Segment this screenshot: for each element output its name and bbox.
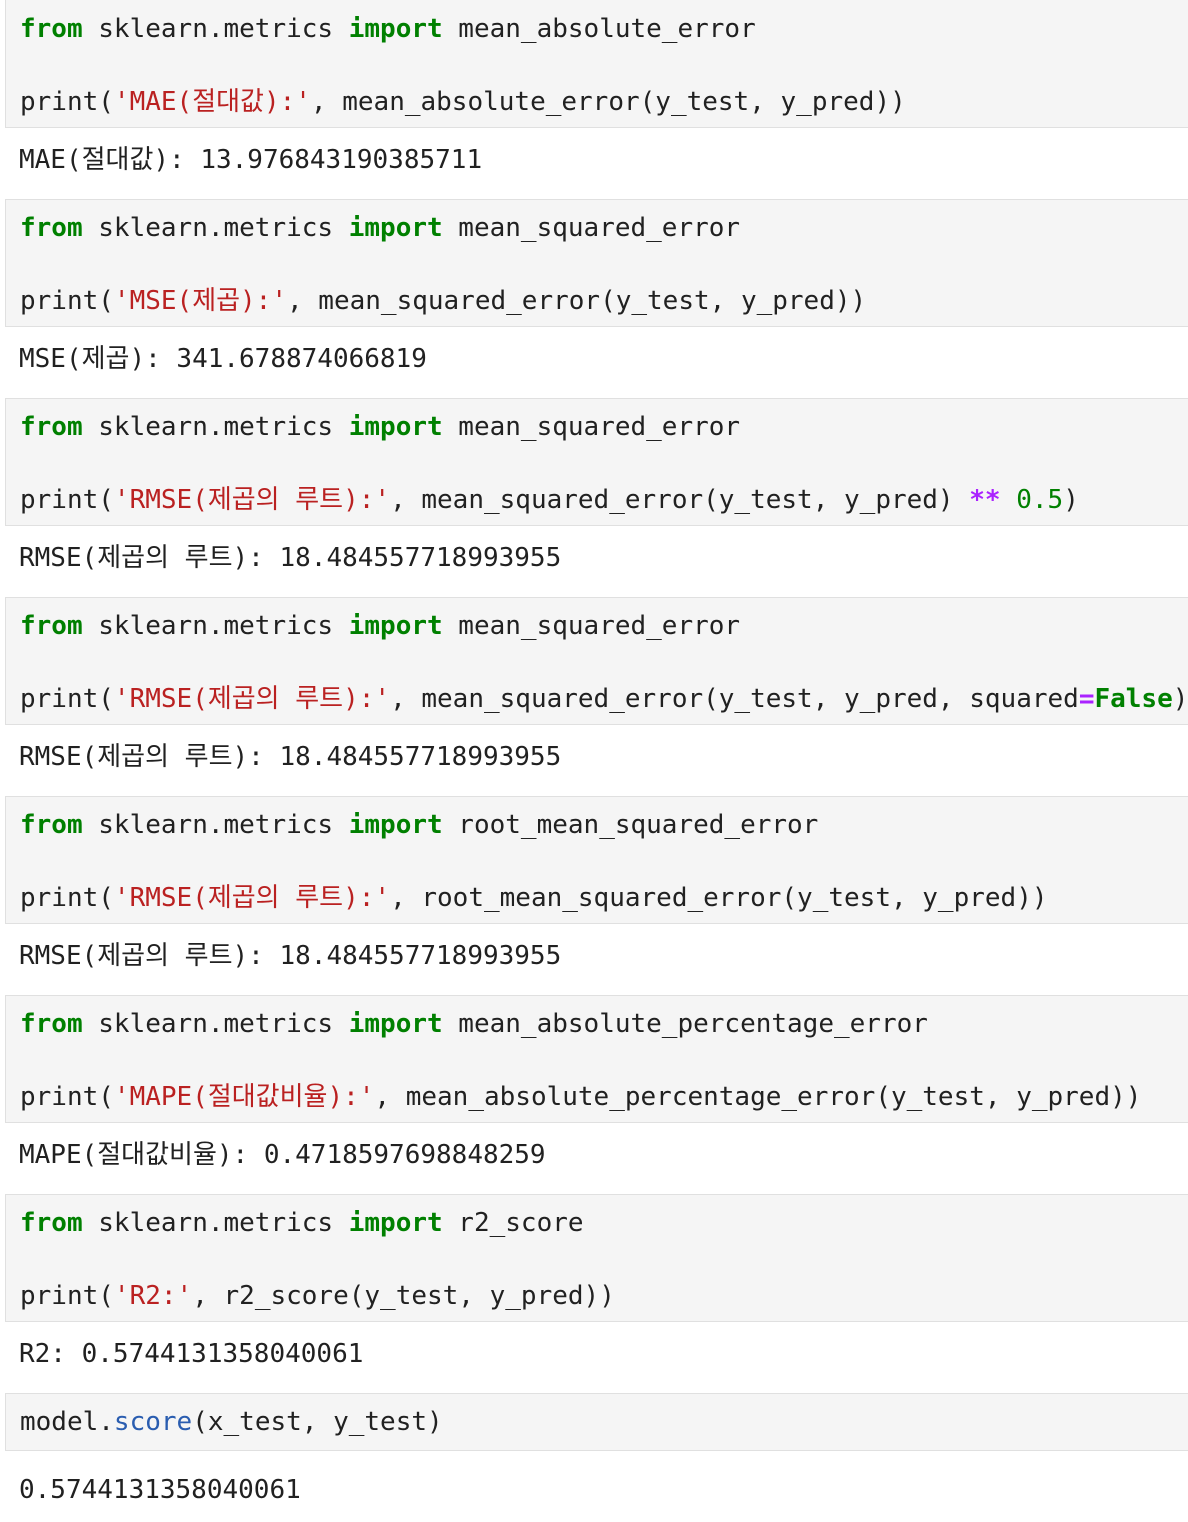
- cell-output: RMSE(제곱의 루트): 18.484557718993955: [19, 742, 562, 772]
- code-line[interactable]: print('RMSE(제곱의 루트):', root_mean_squared…: [20, 882, 1048, 914]
- code-line[interactable]: print('MSE(제곱):', mean_squared_error(y_t…: [20, 285, 866, 317]
- code-line[interactable]: from sklearn.metrics import mean_squared…: [20, 212, 740, 244]
- code-line[interactable]: from sklearn.metrics import mean_squared…: [20, 411, 740, 443]
- code-token: print(: [20, 286, 114, 316]
- code-token: =: [1078, 684, 1095, 714]
- code-token: 0.5: [1016, 485, 1064, 515]
- code-token: import: [348, 213, 443, 243]
- code-cell[interactable]: from sklearn.metrics import mean_squared…: [5, 597, 1188, 725]
- code-token: print(: [20, 1281, 114, 1311]
- code-token: print(: [20, 883, 114, 913]
- code-token: root_mean_squared_error: [442, 810, 819, 840]
- code-token: import: [348, 1009, 443, 1039]
- code-token: 'R2:': [113, 1281, 193, 1311]
- code-token: sklearn.metrics: [82, 1009, 349, 1039]
- cell-output: RMSE(제곱의 루트): 18.484557718993955: [19, 941, 562, 971]
- code-token: , mean_absolute_percentage_error(y_test,…: [374, 1082, 1142, 1112]
- code-token: mean_absolute_percentage_error: [442, 1009, 928, 1039]
- code-token: from: [20, 412, 83, 442]
- cell-output: MSE(제곱): 341.678874066819: [19, 344, 427, 374]
- code-token: 'RMSE(제곱의 루트):': [113, 883, 391, 913]
- code-token: ): [1063, 485, 1079, 515]
- code-token: from: [20, 611, 83, 641]
- code-line[interactable]: from sklearn.metrics import mean_squared…: [20, 610, 740, 642]
- code-token: (x_test, y_test): [192, 1407, 443, 1437]
- code-token: print(: [20, 87, 114, 117]
- code-cell[interactable]: from sklearn.metrics import mean_squared…: [5, 398, 1188, 526]
- cell-output: MAE(절대값): 13.976843190385711: [19, 145, 483, 175]
- code-line[interactable]: from sklearn.metrics import mean_absolut…: [20, 1008, 928, 1040]
- code-token: sklearn.metrics: [82, 213, 349, 243]
- code-line[interactable]: print('MAPE(절대값비율):', mean_absolute_perc…: [20, 1081, 1141, 1113]
- code-token: mean_squared_error: [442, 611, 741, 641]
- code-token: sklearn.metrics: [82, 412, 349, 442]
- code-cell[interactable]: from sklearn.metrics import mean_squared…: [5, 199, 1188, 327]
- code-token: model.: [20, 1407, 114, 1437]
- code-cell[interactable]: from sklearn.metrics import mean_absolut…: [5, 995, 1188, 1123]
- code-token: sklearn.metrics: [82, 14, 349, 44]
- code-line[interactable]: from sklearn.metrics import r2_score: [20, 1207, 584, 1239]
- code-token: , r2_score(y_test, y_pred)): [192, 1281, 615, 1311]
- code-line[interactable]: model.score(x_test, y_test): [20, 1406, 443, 1438]
- code-line[interactable]: from sklearn.metrics import root_mean_sq…: [20, 809, 818, 841]
- code-token: from: [20, 1208, 83, 1238]
- code-line[interactable]: print('RMSE(제곱의 루트):', mean_squared_erro…: [20, 484, 1079, 516]
- code-token: [1001, 485, 1017, 515]
- cell-output: RMSE(제곱의 루트): 18.484557718993955: [19, 543, 562, 573]
- code-token: , mean_squared_error(y_test, y_pred, squ…: [390, 684, 1079, 714]
- code-token: import: [348, 412, 443, 442]
- code-token: **: [969, 485, 1001, 515]
- code-token: 'MSE(제곱):': [113, 286, 287, 316]
- code-token: False: [1094, 684, 1173, 714]
- code-token: 'MAPE(절대값비율):': [113, 1082, 375, 1112]
- code-token: print(: [20, 1082, 114, 1112]
- code-token: r2_score: [442, 1208, 584, 1238]
- cell-output: R2: 0.5744131358040061: [19, 1339, 364, 1369]
- code-token: mean_squared_error: [442, 412, 741, 442]
- code-line[interactable]: print('MAE(절대값):', mean_absolute_error(y…: [20, 86, 906, 118]
- code-token: import: [348, 1208, 443, 1238]
- code-token: sklearn.metrics: [82, 611, 349, 641]
- code-cell[interactable]: model.score(x_test, y_test): [5, 1393, 1188, 1451]
- code-token: from: [20, 213, 83, 243]
- code-token: 'MAE(절대값):': [113, 87, 311, 117]
- code-token: sklearn.metrics: [82, 1208, 349, 1238]
- code-token: import: [348, 611, 443, 641]
- cell-output: 0.5744131358040061: [19, 1475, 301, 1505]
- code-cell[interactable]: from sklearn.metrics import root_mean_sq…: [5, 796, 1188, 924]
- code-line[interactable]: print('R2:', r2_score(y_test, y_pred)): [20, 1280, 615, 1312]
- code-line[interactable]: from sklearn.metrics import mean_absolut…: [20, 13, 756, 45]
- code-token: print(: [20, 485, 114, 515]
- code-token: import: [348, 810, 443, 840]
- code-token: , mean_absolute_error(y_test, y_pred)): [310, 87, 906, 117]
- code-token: mean_squared_error: [442, 213, 741, 243]
- code-token: mean_absolute_error: [442, 14, 756, 44]
- code-token: , root_mean_squared_error(y_test, y_pred…: [390, 883, 1048, 913]
- code-token: )): [1172, 684, 1188, 714]
- code-token: score: [113, 1407, 193, 1437]
- code-token: , mean_squared_error(y_test, y_pred): [390, 485, 970, 515]
- code-token: from: [20, 810, 83, 840]
- code-token: 'RMSE(제곱의 루트):': [113, 485, 391, 515]
- code-token: from: [20, 14, 83, 44]
- code-token: sklearn.metrics: [82, 810, 349, 840]
- code-token: import: [348, 14, 443, 44]
- code-token: 'RMSE(제곱의 루트):': [113, 684, 391, 714]
- code-token: , mean_squared_error(y_test, y_pred)): [287, 286, 867, 316]
- code-token: print(: [20, 684, 114, 714]
- code-token: from: [20, 1009, 83, 1039]
- code-cell[interactable]: from sklearn.metrics import mean_absolut…: [5, 0, 1188, 128]
- code-line[interactable]: print('RMSE(제곱의 루트):', mean_squared_erro…: [20, 683, 1188, 715]
- cell-output: MAPE(절대값비율): 0.4718597698848259: [19, 1140, 546, 1170]
